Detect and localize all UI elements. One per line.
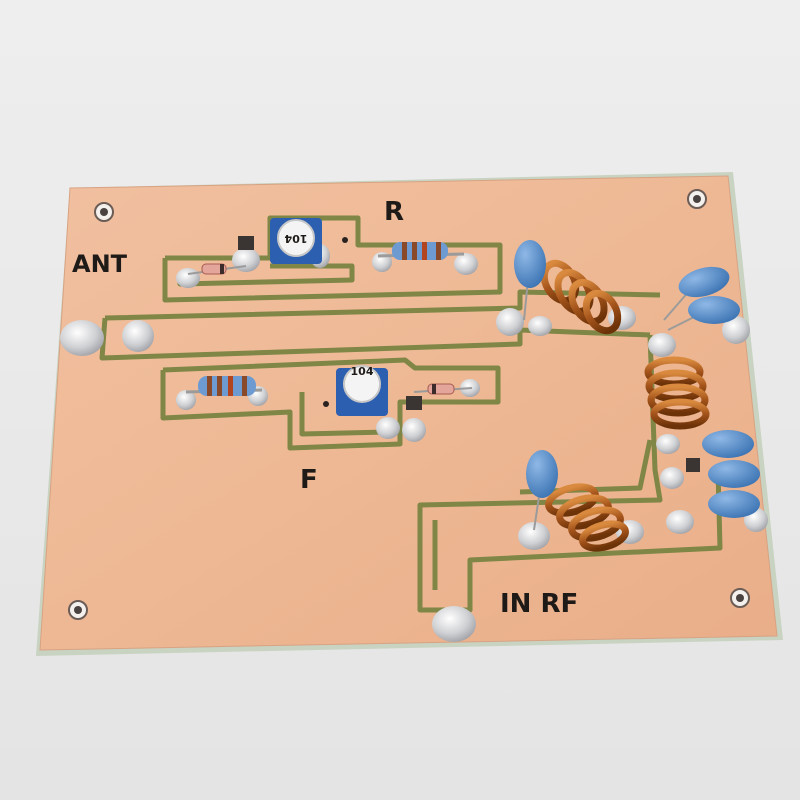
resistor-top: [377, 242, 465, 260]
trimmer-code-bottom: 104: [351, 365, 374, 378]
trimmer-top: 104: [270, 218, 322, 264]
label-r: R: [384, 197, 404, 227]
label-in-rf: IN RF: [500, 589, 578, 619]
ceramic-capacitor-icon: [708, 460, 760, 488]
inductor-coil-top: [540, 259, 622, 335]
mounting-hole-icon: [687, 189, 707, 209]
ceramic-capacitor-icon: [708, 490, 760, 518]
ceramic-capacitor-icon: [526, 450, 558, 531]
resistor-bottom: [185, 376, 263, 396]
board-dot: [342, 237, 348, 243]
ceramic-capacitor-icon: [667, 296, 740, 331]
trimmer-code-top: 104: [284, 232, 307, 245]
diode-top: [187, 263, 247, 275]
mounting-holes: [68, 189, 750, 620]
ceramic-capacitor-icon: [514, 240, 546, 321]
inductor-coil-right: [644, 356, 710, 430]
label-ant: ANT: [72, 250, 128, 278]
smd-part: [406, 396, 422, 410]
ceramic-capacitor-icon: [702, 430, 754, 458]
inductor-coil-bottom: [545, 483, 629, 552]
mounting-hole-icon: [94, 202, 114, 222]
ceramic-capacitor-icon: [663, 266, 730, 321]
trimmer-bottom: 104: [336, 365, 388, 416]
diode-bottom: [413, 383, 473, 395]
ceramic-capacitors: [514, 240, 760, 531]
mounting-hole-icon: [68, 600, 88, 620]
mounting-hole-icon: [730, 588, 750, 608]
smd-part: [238, 236, 254, 250]
smd-part: [686, 458, 700, 472]
label-f: F: [300, 465, 318, 495]
board-dot: [323, 401, 329, 407]
